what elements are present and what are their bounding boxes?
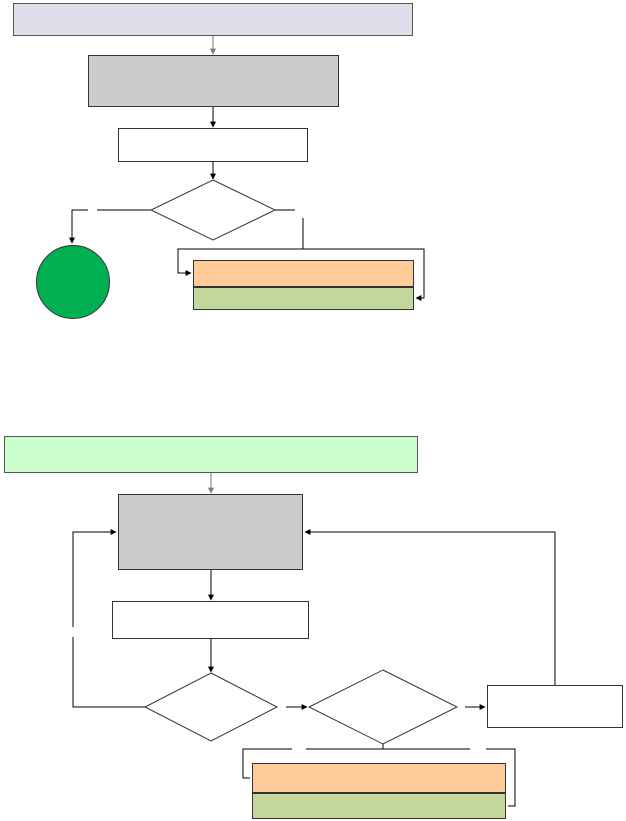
arrow-top-loop-right [303,248,425,301]
top-green-bar [193,287,414,310]
arrow-bottom-left-loop-2 [72,529,117,627]
bottom-step-box [112,601,309,639]
arrow-top-decision-to-terminal-2 [69,209,88,244]
connector-bottom-bracket-right [486,748,516,807]
top-header-box [13,3,413,36]
bottom-orange-bar [252,763,506,793]
bottom-process-box [118,494,303,570]
arrow-bottom-left-loop [72,637,145,708]
top-orange-bar [193,260,414,287]
arrow-top-loop-left [177,248,303,276]
bottom-decision-diamond-left [143,672,279,742]
bottom-header-box [4,436,418,473]
top-decision-diamond [149,179,277,241]
connector-bottom-bracket-left [242,748,292,779]
top-process-box [88,55,339,107]
arrow-bottom-side-box-loop [304,529,556,685]
bottom-side-box [487,685,623,728]
top-terminal-circle [36,245,110,319]
bottom-decision-diamond-right [307,669,459,745]
bottom-green-bar [252,793,506,819]
top-step-box [118,128,308,162]
